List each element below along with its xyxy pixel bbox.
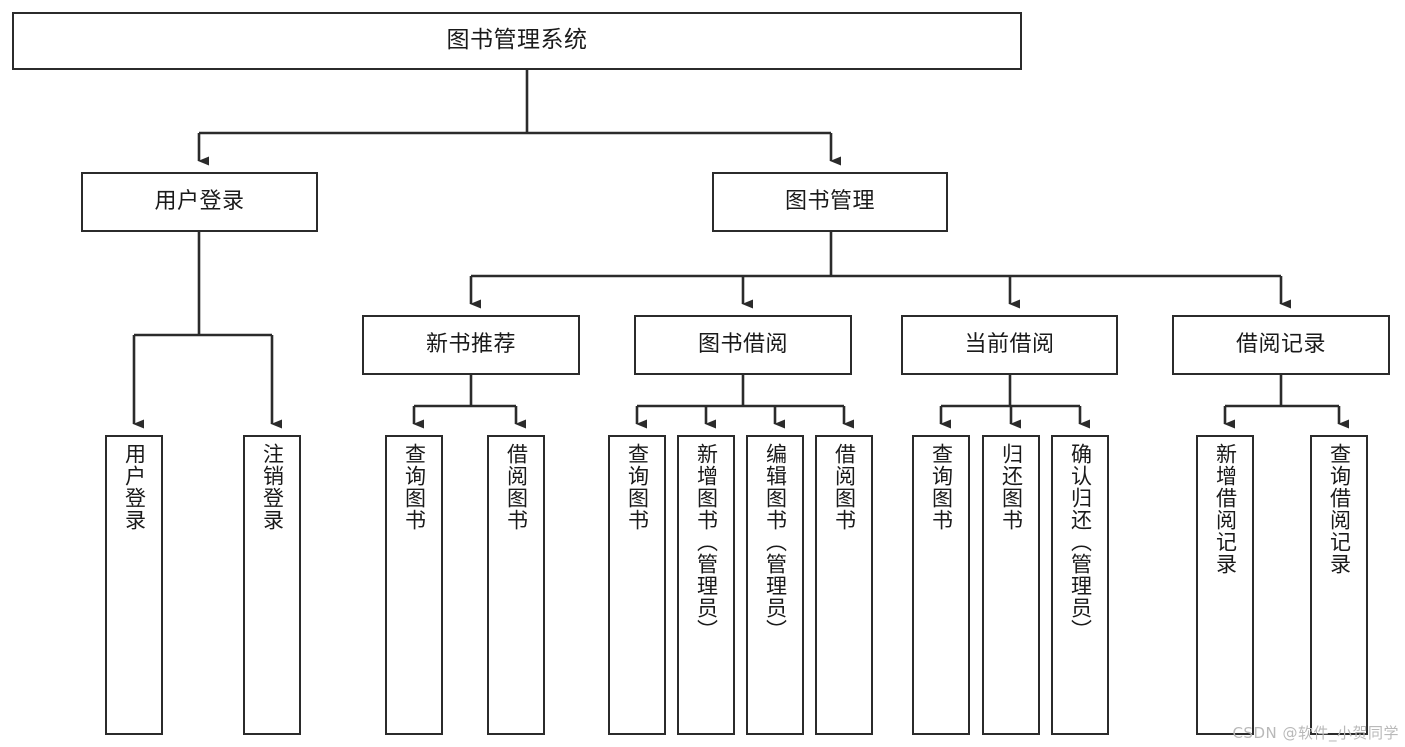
node-leaf-logout-login[interactable]: 注销登录: [243, 435, 301, 735]
node-label: 归还图书: [999, 443, 1024, 531]
node-leaf-borrow-book-1[interactable]: 借阅图书: [487, 435, 545, 735]
node-label: 查询图书: [402, 443, 427, 531]
node-root-system[interactable]: 图书管理系统: [12, 12, 1022, 70]
node-leaf-add-borrow-record[interactable]: 新增借阅记录: [1196, 435, 1254, 735]
node-book-manage[interactable]: 图书管理: [712, 172, 948, 232]
node-book-borrow[interactable]: 图书借阅: [634, 315, 852, 375]
node-leaf-query-book-2[interactable]: 查询图书: [608, 435, 666, 735]
node-label: 新书推荐: [425, 332, 516, 358]
node-label: 查询图书: [929, 443, 954, 531]
node-leaf-user-login[interactable]: 用户登录: [105, 435, 163, 735]
node-label: 编辑图书（管理员）: [763, 443, 788, 641]
node-leaf-query-book-3[interactable]: 查询图书: [912, 435, 970, 735]
node-current-borrow[interactable]: 当前借阅: [901, 315, 1118, 375]
node-label: 确认归还（管理员）: [1068, 443, 1093, 641]
node-label: 查询图书: [625, 443, 650, 531]
node-label: 图书借阅: [697, 332, 788, 358]
node-leaf-return-book[interactable]: 归还图书: [982, 435, 1040, 735]
node-borrow-record[interactable]: 借阅记录: [1172, 315, 1390, 375]
node-label: 查询借阅记录: [1327, 443, 1352, 575]
node-new-book-rec[interactable]: 新书推荐: [362, 315, 580, 375]
node-leaf-edit-book-admin[interactable]: 编辑图书（管理员）: [746, 435, 804, 735]
node-label: 注销登录: [260, 443, 285, 531]
node-label: 用户登录: [154, 189, 245, 215]
node-label: 用户登录: [122, 443, 147, 531]
node-leaf-confirm-return[interactable]: 确认归还（管理员）: [1051, 435, 1109, 735]
node-label: 当前借阅: [964, 332, 1055, 358]
node-label: 图书管理: [784, 189, 875, 215]
node-leaf-borrow-book-2[interactable]: 借阅图书: [815, 435, 873, 735]
csdn-watermark: CSDN @软件_小贺同学: [1232, 724, 1399, 742]
node-user-login[interactable]: 用户登录: [81, 172, 318, 232]
node-label: 新增借阅记录: [1213, 443, 1238, 575]
node-label: 借阅图书: [504, 443, 529, 531]
node-label: 新增图书（管理员）: [694, 443, 719, 641]
node-label: 借阅图书: [832, 443, 857, 531]
node-leaf-add-book-admin[interactable]: 新增图书（管理员）: [677, 435, 735, 735]
node-label: 借阅记录: [1235, 332, 1326, 358]
node-leaf-query-book-1[interactable]: 查询图书: [385, 435, 443, 735]
node-leaf-query-borrow-record[interactable]: 查询借阅记录: [1310, 435, 1368, 735]
node-label: 图书管理系统: [446, 27, 588, 54]
